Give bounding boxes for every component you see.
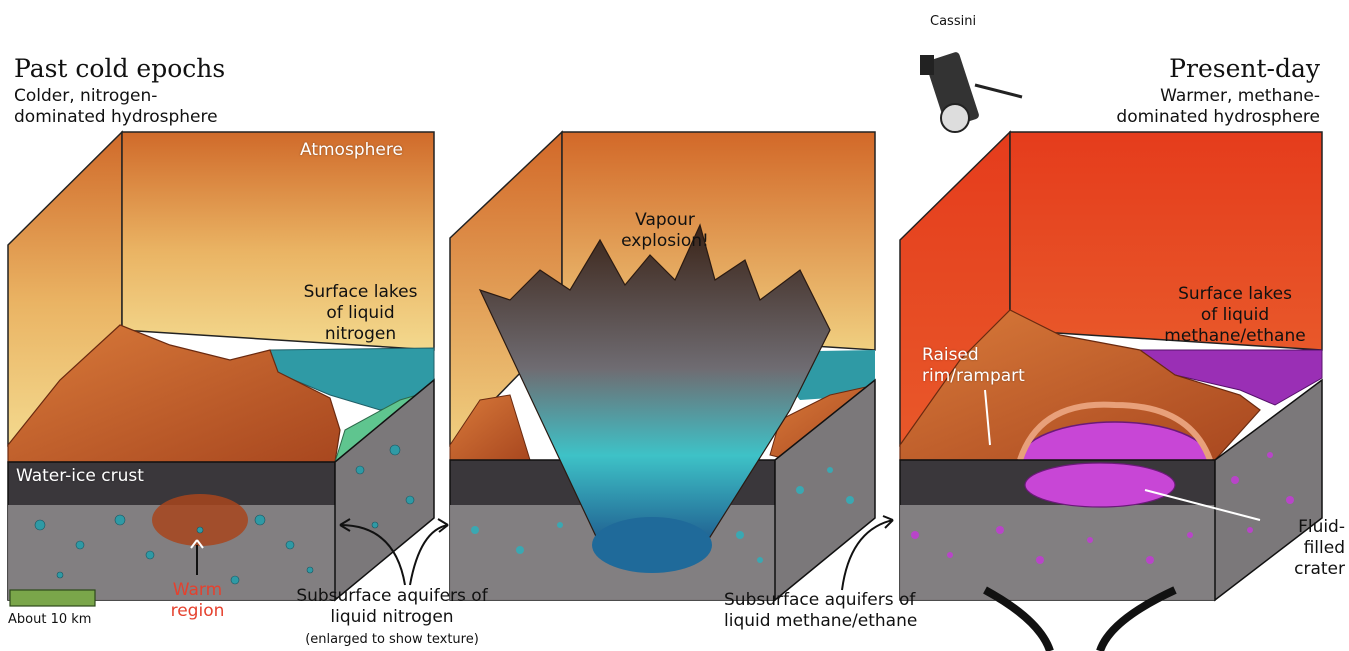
rim-label-1: Raised — [922, 345, 979, 366]
present-title: Present-day — [1090, 54, 1320, 83]
panel-middle — [450, 132, 875, 600]
present-lakes-1: Surface lakes — [1150, 284, 1320, 305]
rim-label-2: rim/rampart — [922, 366, 1025, 387]
aquifer-methane-2: liquid methane/ethane — [724, 611, 917, 632]
aquifer-nitrogen-note: (enlarged to show texture) — [262, 632, 522, 647]
scale-label: About 10 km — [8, 612, 91, 627]
present-lakes-2: of liquid — [1150, 305, 1320, 326]
cassini-icon — [920, 51, 1022, 132]
present-subtitle-1: Warmer, methane- — [1020, 86, 1320, 107]
atmosphere-label: Atmosphere — [300, 140, 403, 161]
past-subtitle-2: dominated hydrosphere — [14, 107, 218, 128]
past-lakes-3: nitrogen — [288, 324, 433, 345]
aquifer-methane-1: Subsurface aquifers of — [724, 590, 915, 611]
scale-bar — [10, 590, 95, 606]
aquifer-nitrogen-2: liquid nitrogen — [262, 607, 522, 628]
crater-label-2: filled — [1250, 538, 1345, 559]
past-subtitle-1: Colder, nitrogen- — [14, 86, 157, 107]
past-title: Past cold epochs — [14, 54, 225, 83]
aquifer-nitrogen-1: Subsurface aquifers of — [262, 586, 522, 607]
crater-label-1: Fluid- — [1250, 517, 1345, 538]
warm-label-2: region — [150, 601, 245, 622]
explosion-2: explosion! — [600, 231, 730, 252]
warm-label-1: Warm — [150, 580, 245, 601]
past-lakes-1: Surface lakes — [288, 282, 433, 303]
explosion-1: Vapour — [600, 210, 730, 231]
warm-region-patch — [152, 494, 248, 546]
cassini-label: Cassini — [930, 14, 976, 29]
present-lakes-3: methane/ethane — [1150, 326, 1320, 347]
crater-label-3: crater — [1250, 559, 1345, 580]
past-lakes-2: of liquid — [288, 303, 433, 324]
crust-label: Water-ice crust — [16, 466, 144, 487]
present-subtitle-2: dominated hydrosphere — [1020, 107, 1320, 128]
plume-base — [592, 517, 712, 573]
